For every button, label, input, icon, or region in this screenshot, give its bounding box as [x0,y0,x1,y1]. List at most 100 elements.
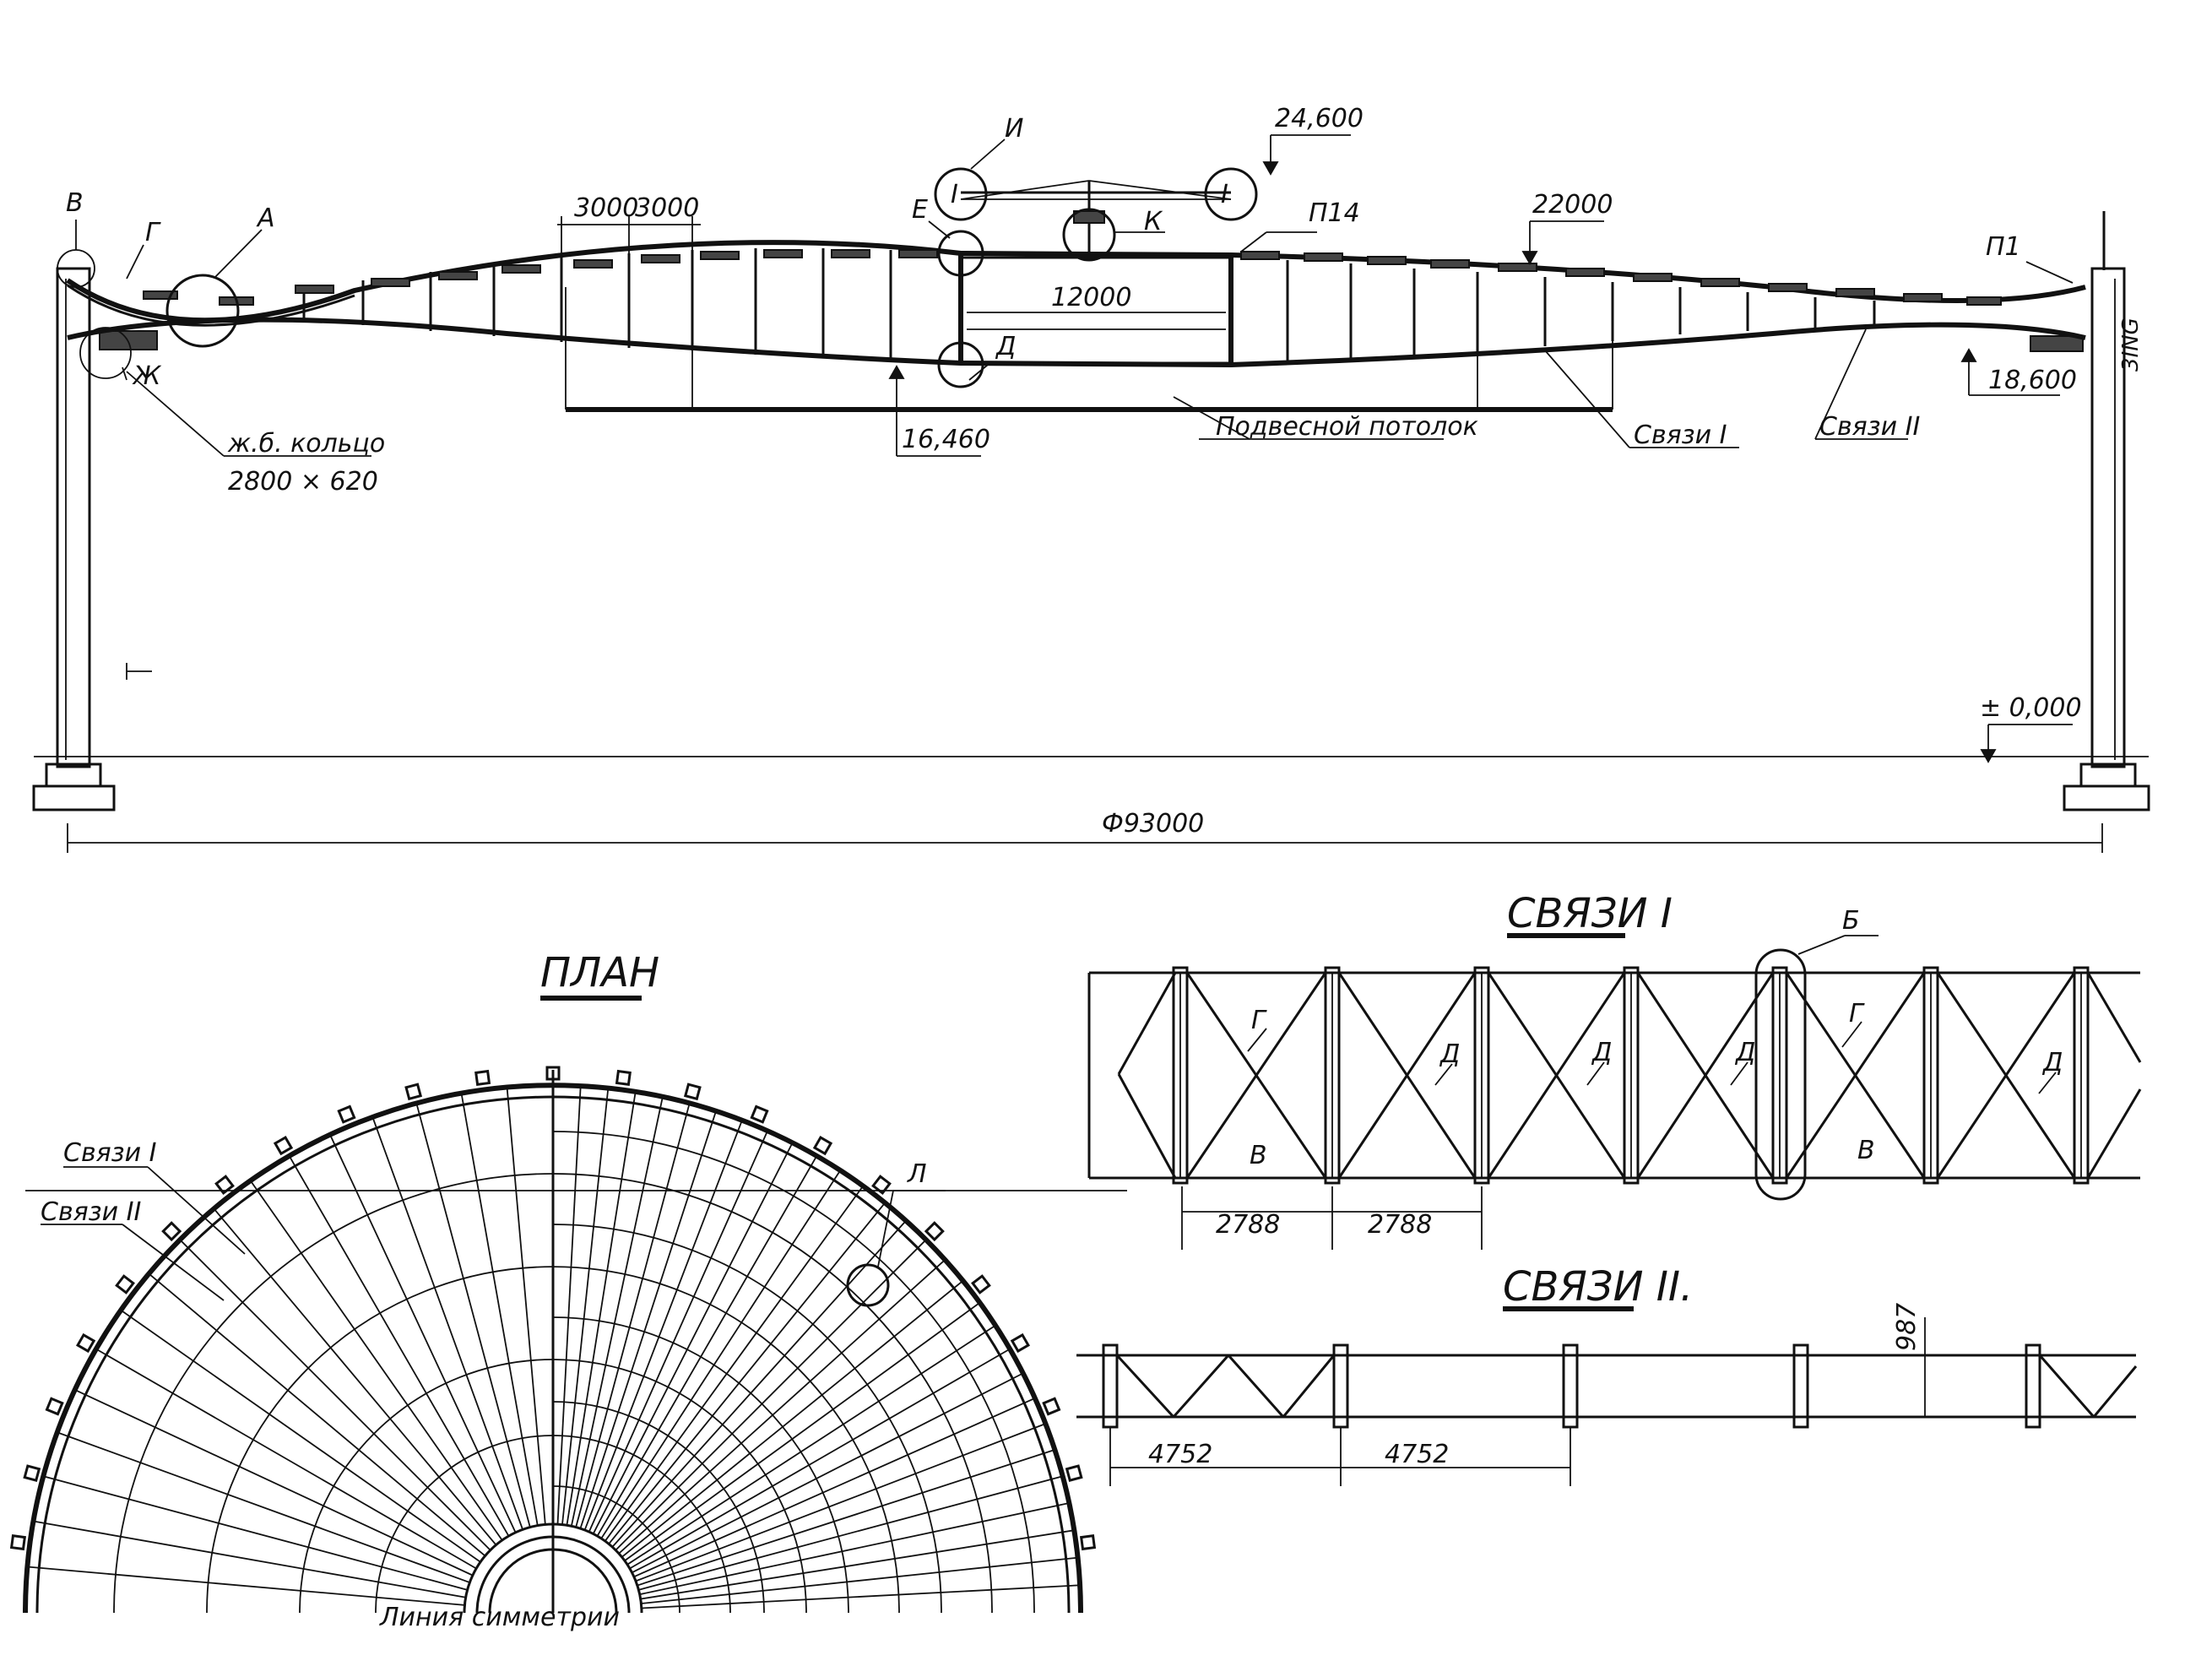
plan-radial-right [635,1423,1046,1582]
bracing1-diagonal [1487,972,1626,1179]
plan-radial-left [74,1389,474,1577]
callout-a-circle [165,274,240,348]
plan-radial-right [615,1239,927,1551]
bracing2-detail: СВЯЗИ II. 987 4752 4752 [1076,1263,2138,1486]
bracing1-post [1771,966,1788,1185]
bracing1-post [1623,966,1640,1185]
section-dimensions [67,216,2103,853]
left-footing [32,784,116,811]
plan-support-tab [45,1397,64,1416]
bracing1-diagonal [1936,972,2076,1179]
callout-zh-label: Ж [132,361,162,391]
callout-d-label: Д [995,332,1016,361]
plan-radial-left [148,1273,486,1557]
plan-radial-right [621,1279,964,1558]
callout-zh-circle [79,327,132,379]
plan-support-tab [337,1104,356,1124]
elevation-ground: ± 0,000 [1980,693,2082,723]
bracing2-zigzag [1227,1354,1285,1418]
plan-support-tab [1010,1332,1031,1354]
plan-radial-right [600,1170,842,1539]
dim-center-span: 12000 [1051,283,1131,312]
plan-radial-right [583,1120,743,1531]
callout-i-right-circle [1204,167,1258,221]
dim-chord: 22000 [1532,190,1613,220]
bracing2-post [2025,1343,2041,1429]
plan-support-tab [750,1104,769,1124]
plan-radial-right [575,1103,691,1528]
truss-verticals [302,248,1876,361]
plan-bracing2-label: Связи II [41,1197,142,1227]
callout-v-label: В [66,188,84,218]
bracing2-dim2: 4752 [1385,1440,1449,1469]
plan-radial-right [592,1142,794,1534]
plan-support-tab [1079,1534,1097,1551]
plan-support-tab [924,1221,945,1242]
dim-panel-b: 3000 [635,193,699,223]
plan-right-ring-1 [552,1485,680,1614]
plan-support-tab [75,1332,96,1354]
bottom-chord [67,317,2086,368]
plan-radial-right [633,1397,1036,1578]
plan-radial-right [641,1584,1081,1609]
plan-radial-right [624,1301,981,1562]
lantern-plate [1073,210,1105,224]
bracing2-dimensions [1109,1317,1926,1486]
plan-support-tab [971,1274,991,1294]
plan-radial-right [561,1088,610,1525]
bracing1-post [1922,966,1939,1185]
bracing1-members [1117,966,2142,1185]
bracing2-dim1: 4752 [1148,1440,1212,1469]
plan-radial-left [371,1116,523,1530]
plan-radial-right [626,1324,996,1566]
bracing1-trailing-diagonal [2086,972,2142,1063]
plan-support-tab [115,1274,135,1294]
plan-radial-right [596,1155,818,1537]
elevation-top: 24,600 [1275,104,1364,133]
plan-radial-left [27,1566,465,1606]
plan-right-ring-4 [552,1224,942,1614]
plan-radial-right [641,1556,1078,1604]
callout-b-label: Б [1842,906,1860,936]
plan-radial-right [570,1096,664,1527]
plan-title: ПЛАН [540,949,659,996]
bracing1-post [1172,966,1189,1185]
bracing2-members [1102,1343,2138,1429]
bracing2-post [1332,1343,1349,1429]
bracing2-zigzag [1172,1354,1230,1418]
bracing1-g1-label: Г [1251,1006,1267,1035]
plan-support-tab [1065,1464,1083,1483]
bracing2-post [1792,1343,1809,1429]
callout-i-label: И [1005,114,1023,144]
right-column [2090,267,2126,768]
elevation-markers [888,134,2073,763]
plan-support-tab [871,1175,892,1195]
p1-label: П1 [1986,232,2021,262]
plan-support-tab [161,1221,182,1242]
bracing1-d3-label: Д [1734,1038,1755,1067]
lantern-brace-left [960,180,1090,200]
bracing1-d2-label: Д [1591,1038,1612,1067]
callout-k-circle [1062,208,1116,262]
callout-a-label: А [256,204,275,233]
plan-support-tab [23,1464,41,1483]
plan-radial-left [415,1103,531,1528]
bracing1-leaders [1181,935,2057,1250]
plan-radial-right [608,1202,886,1544]
plan-radial-left [33,1520,466,1598]
callout-e-label: Е [912,195,928,225]
plan-view: ПЛАН Связи I Связи II Л Линия симметрии [9,949,1127,1632]
bracing1-dim2: 2788 [1368,1210,1432,1240]
plan-support-tab [404,1083,423,1101]
plan-support-tab [214,1175,235,1195]
bracing1-post [1473,966,1490,1185]
bracing2-post [1562,1343,1579,1429]
bracing1-trailing-diagonal [2086,1088,2142,1179]
plan-support-tab [812,1135,833,1156]
section-bracing1-label: Связи I [1634,421,1727,450]
plan-radial-right [640,1529,1075,1600]
plan-bracing1-label: Связи I [63,1138,157,1168]
beam-i-right-label: I [1221,180,1228,209]
roof-section: В Г А Е И К Д Ж I I П14 П1 24,600 18,600… [32,104,2150,853]
bracing1-v2-label: В [1857,1136,1875,1165]
